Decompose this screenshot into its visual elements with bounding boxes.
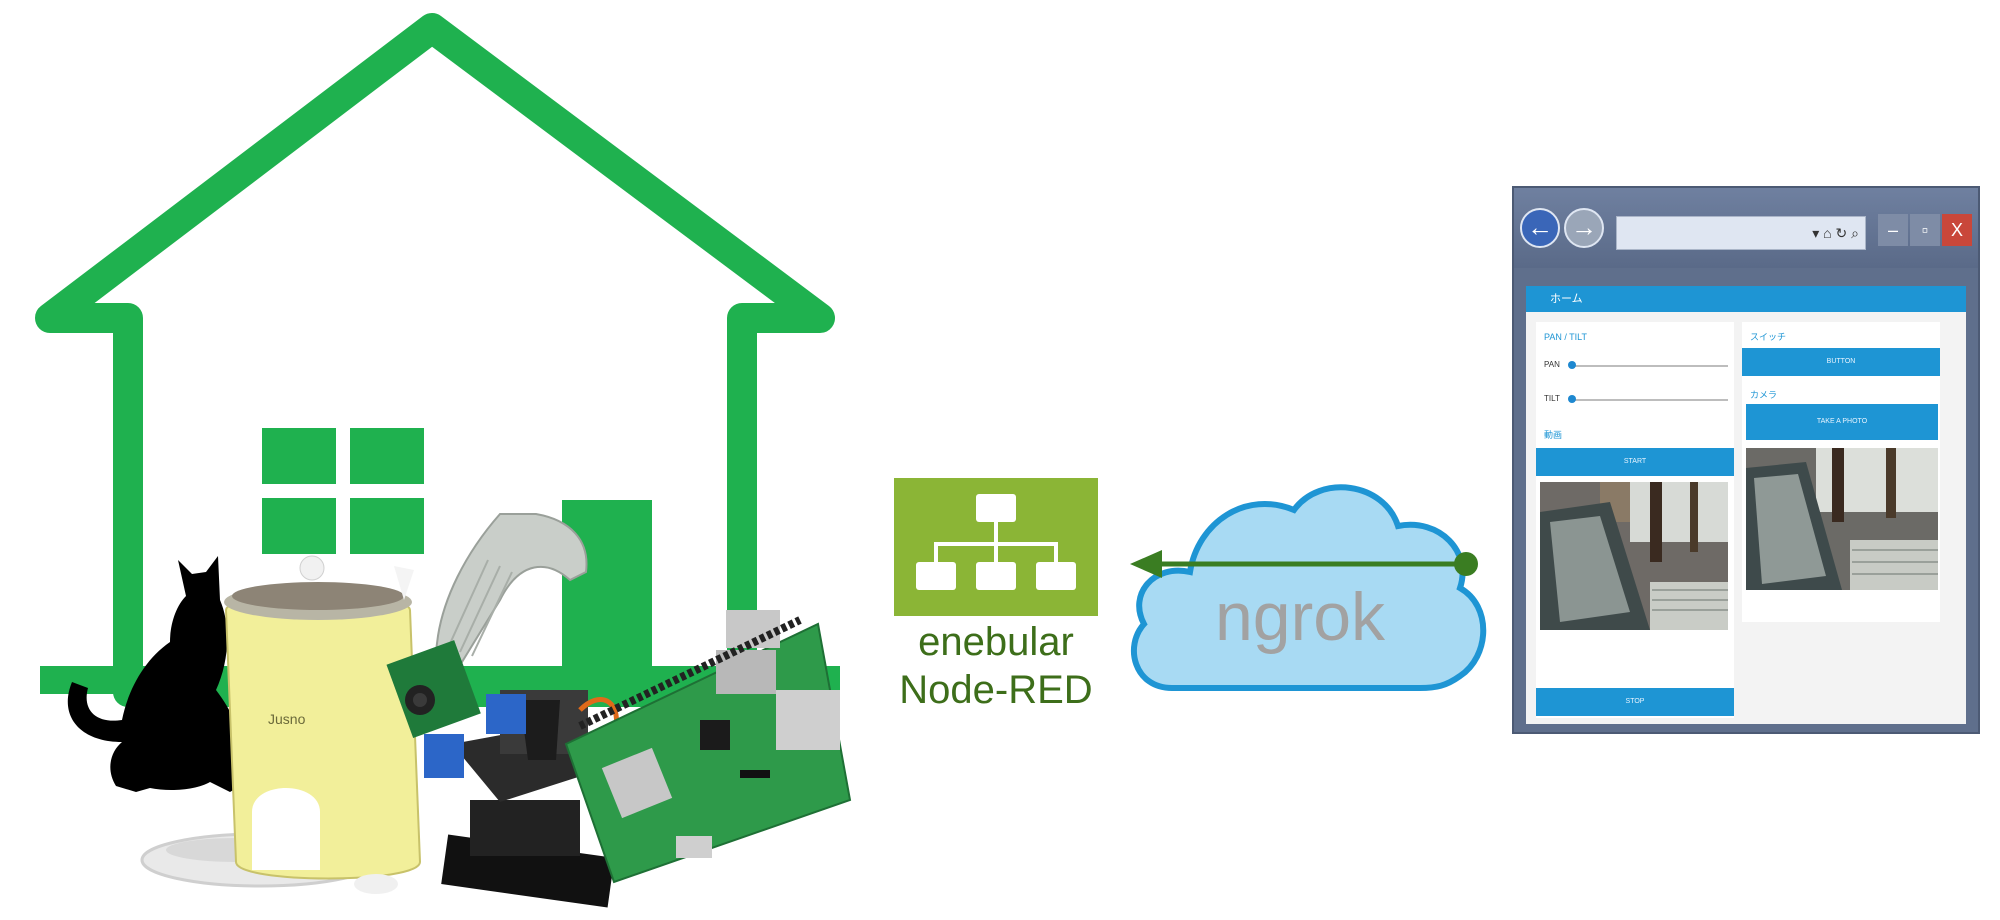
switch-group-title: スイッチ bbox=[1750, 332, 1787, 342]
back-button[interactable]: ← bbox=[1520, 208, 1560, 248]
pan-tilt-servo-icon bbox=[424, 690, 619, 908]
feeder-brand-label: Jusno bbox=[268, 711, 306, 727]
ngrok-label: ngrok bbox=[1215, 579, 1386, 655]
camera-group-title: カメラ bbox=[1750, 390, 1778, 400]
tilt-slider[interactable] bbox=[1570, 399, 1728, 401]
enebular-label: enebular bbox=[918, 620, 1074, 664]
right-group-card: スイッチ BUTTON カメラ TAKE A PHOTO bbox=[1742, 322, 1940, 622]
tilt-slider-thumb[interactable] bbox=[1568, 395, 1576, 403]
tilt-slider-label: TILT bbox=[1544, 394, 1560, 403]
minimize-button[interactable]: – bbox=[1878, 214, 1908, 246]
take-photo-button[interactable]: TAKE A PHOTO bbox=[1746, 404, 1938, 440]
house-icon bbox=[35, 13, 840, 707]
raspberry-pi-icon bbox=[564, 610, 852, 884]
cat-silhouette-icon bbox=[67, 556, 244, 792]
pan-slider-thumb[interactable] bbox=[1568, 361, 1576, 369]
video-stream-image bbox=[1540, 482, 1728, 630]
node-red-label: Node-RED bbox=[899, 668, 1093, 712]
arrow-left-icon: ← bbox=[1527, 212, 1553, 242]
enebular-logo bbox=[894, 478, 1098, 616]
pet-feeder-icon: Jusno bbox=[140, 555, 422, 894]
browser-window: ← → ▾ ⌂ ↻ ⌕ – ▫ X ホーム PAN / TILT PAN TIL… bbox=[1512, 186, 1980, 734]
house-illustration: Jusno bbox=[35, 13, 852, 908]
arrow-origin-dot bbox=[1454, 552, 1478, 576]
cloud-icon bbox=[1130, 484, 1487, 691]
left-group-card: PAN / TILT PAN TILT 動画 START bbox=[1536, 322, 1734, 718]
close-button[interactable]: X bbox=[1942, 214, 1972, 246]
video-group-title: 動画 bbox=[1544, 430, 1563, 440]
flow-network-icon bbox=[916, 494, 1076, 590]
start-button[interactable]: START bbox=[1536, 448, 1734, 476]
pan-slider-label: PAN bbox=[1544, 360, 1560, 369]
arrow-head-icon bbox=[1130, 550, 1162, 578]
forward-button[interactable]: → bbox=[1564, 208, 1604, 248]
address-bar-icons: ▾ ⌂ ↻ ⌕ bbox=[1812, 225, 1859, 241]
maximize-button[interactable]: ▫ bbox=[1910, 214, 1940, 246]
address-bar[interactable]: ▾ ⌂ ↻ ⌕ bbox=[1616, 216, 1866, 250]
pan-tilt-group-title: PAN / TILT bbox=[1544, 332, 1588, 342]
pan-slider[interactable] bbox=[1570, 365, 1728, 367]
stop-button[interactable]: STOP bbox=[1536, 688, 1734, 716]
dashboard-header: ホーム bbox=[1526, 286, 1966, 312]
captured-photo-image bbox=[1746, 448, 1938, 590]
arrow-right-icon: → bbox=[1571, 212, 1597, 242]
ngrok-cloud: ngrok bbox=[1130, 484, 1487, 691]
switch-button[interactable]: BUTTON bbox=[1742, 348, 1940, 376]
node-red-dashboard: ホーム PAN / TILT PAN TILT 動画 START bbox=[1526, 286, 1966, 724]
camera-module-icon bbox=[386, 513, 588, 739]
